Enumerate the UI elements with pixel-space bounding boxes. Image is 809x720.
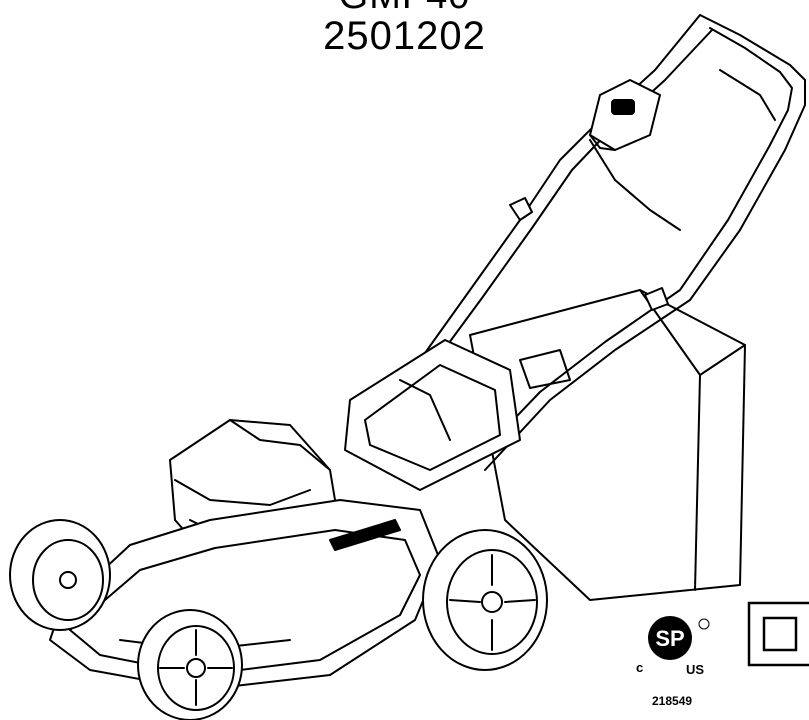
- svg-text:SP: SP: [655, 626, 684, 651]
- front-right-wheel: [137, 609, 243, 720]
- svg-text:US: US: [686, 662, 704, 677]
- rear-right-wheel: [422, 529, 548, 671]
- model-top-partial: GMF40: [0, 0, 809, 18]
- csa-certification-icon: SP c US: [636, 616, 710, 677]
- grass-bag: [469, 289, 746, 601]
- svg-text:c: c: [636, 660, 643, 675]
- mower-deck: [49, 499, 441, 691]
- csa-registration-number: 218549: [652, 694, 693, 708]
- double-insulation-icon: [747, 601, 809, 667]
- handle: [399, 14, 806, 471]
- battery-compartment: [344, 339, 521, 491]
- handle-knobs: [509, 197, 669, 311]
- model-number: 2501202: [323, 14, 486, 58]
- switch-box: [589, 79, 661, 151]
- front-left-wheel: [9, 519, 111, 631]
